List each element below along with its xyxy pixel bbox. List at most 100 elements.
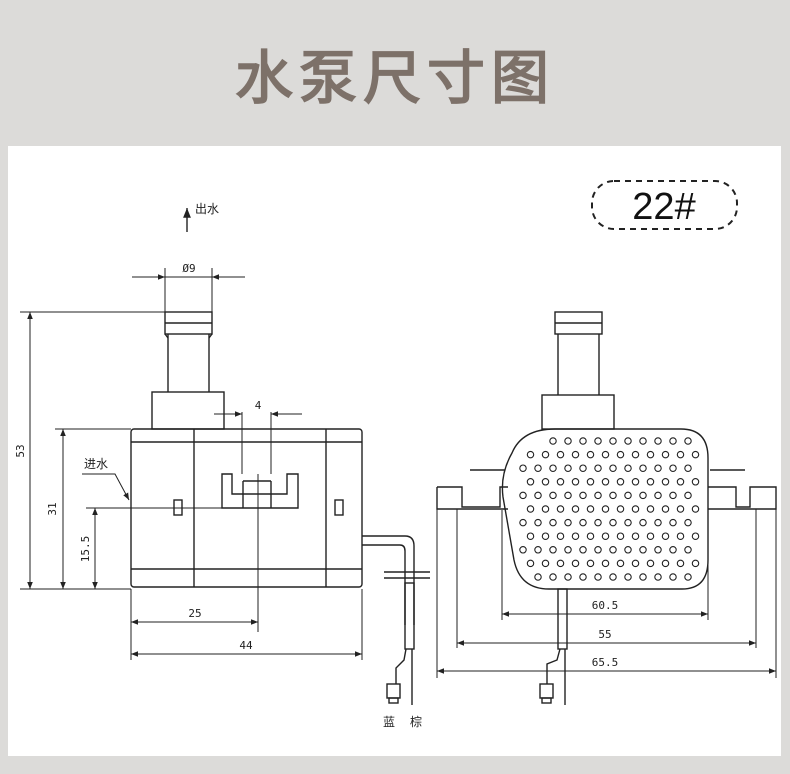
wire-label-blue: 蓝 xyxy=(383,715,395,729)
grille-hole xyxy=(669,491,677,500)
grille-hole xyxy=(676,505,685,513)
grille-hole xyxy=(609,491,617,500)
grille-hole xyxy=(639,491,647,500)
grille-hole xyxy=(646,478,655,486)
grille-hole xyxy=(691,505,700,513)
grille-hole xyxy=(639,546,647,554)
grille-hole xyxy=(676,478,685,486)
grille-hole xyxy=(579,518,587,527)
grille-hole xyxy=(571,532,580,540)
grille-hole xyxy=(631,559,640,568)
grille-hole xyxy=(684,437,692,445)
grille-hole xyxy=(646,450,655,459)
grille-hole xyxy=(624,573,632,581)
grille-hole xyxy=(661,450,670,459)
page-title: 水泵尺寸图 xyxy=(234,44,555,112)
grille-hole xyxy=(534,546,542,554)
grille-hole xyxy=(624,518,632,527)
dim-body-height: 31 xyxy=(46,502,59,515)
grille-hole xyxy=(571,478,580,486)
outlet-label: 出水 xyxy=(195,202,219,216)
grille-hole xyxy=(639,573,647,581)
grille-hole xyxy=(691,478,700,486)
grille-hole xyxy=(639,518,647,527)
grille-hole xyxy=(579,491,587,500)
grille-hole xyxy=(691,532,700,540)
dim-outlet-diameter: Ø9 xyxy=(182,262,195,275)
grille-hole xyxy=(526,532,535,540)
outlet-nozzle xyxy=(151,311,225,430)
grille-hole xyxy=(616,478,625,486)
grille-hole xyxy=(526,478,535,486)
grille-hole xyxy=(601,450,610,459)
grille-hole xyxy=(579,546,587,554)
grille-hole xyxy=(534,464,542,472)
grille-hole xyxy=(594,546,602,554)
grille-hole xyxy=(541,505,550,513)
grille-hole xyxy=(609,437,617,445)
grille-hole xyxy=(556,532,565,540)
pump-body xyxy=(130,428,363,588)
side-view-dimensions xyxy=(20,268,363,660)
grille-hole xyxy=(549,546,557,554)
grille-hole xyxy=(526,505,535,513)
grille-hole xyxy=(594,573,602,581)
grille-hole xyxy=(594,437,602,445)
grille-hole xyxy=(609,573,617,581)
grille-hole xyxy=(519,464,527,472)
grille-hole xyxy=(654,437,662,445)
grille-hole xyxy=(639,437,647,445)
grille-hole xyxy=(571,450,580,459)
grille-hole xyxy=(609,518,617,527)
grille-hole xyxy=(556,559,565,568)
grille-hole xyxy=(601,505,610,513)
dim-inlet-offset: 25 xyxy=(188,607,201,620)
grille-hole xyxy=(646,505,655,513)
dim-total-width: 65.5 xyxy=(592,656,619,669)
grille-hole xyxy=(549,464,557,472)
grille-hole xyxy=(669,546,677,554)
grille-hole xyxy=(579,573,587,581)
grille-hole xyxy=(616,505,625,513)
grille-hole xyxy=(564,464,572,472)
grille-hole xyxy=(579,437,587,445)
dim-body-width: 55 xyxy=(598,628,611,641)
dim-grille-width: 60.5 xyxy=(592,599,619,612)
grille-hole xyxy=(661,559,670,568)
grille-hole xyxy=(564,518,572,527)
grille-hole xyxy=(624,464,632,472)
grille-hole xyxy=(639,464,647,472)
grille-hole xyxy=(519,546,527,554)
wire-label-brown: 棕 xyxy=(410,714,422,729)
dim-body-length: 44 xyxy=(239,639,253,652)
front-view-labels: 60.5 55 65.5 xyxy=(592,599,619,669)
grille-hole xyxy=(691,450,700,459)
grille-hole xyxy=(684,573,692,581)
grille-hole xyxy=(631,450,640,459)
grille-hole xyxy=(526,559,535,568)
grille-hole xyxy=(526,450,535,459)
grille-hole xyxy=(661,532,670,540)
grille-hole xyxy=(556,450,565,459)
grille-hole xyxy=(601,559,610,568)
grille-hole xyxy=(586,478,595,486)
grille-hole xyxy=(654,518,662,527)
front-view-dimensions xyxy=(436,509,777,678)
grille-hole xyxy=(684,518,692,527)
grille-hole xyxy=(601,478,610,486)
grille-hole xyxy=(624,437,632,445)
grille-hole xyxy=(564,573,572,581)
grille-hole xyxy=(654,491,662,500)
grille-hole xyxy=(549,518,557,527)
grille-hole xyxy=(661,478,670,486)
grille-hole xyxy=(586,450,595,459)
grille-hole xyxy=(549,573,557,581)
grille-hole xyxy=(661,505,670,513)
grille-hole xyxy=(541,532,550,540)
dim-slot-width: 4 xyxy=(255,399,262,412)
grille-hole xyxy=(541,559,550,568)
grille-hole xyxy=(616,559,625,568)
grille-hole xyxy=(631,505,640,513)
grille-hole xyxy=(586,532,595,540)
